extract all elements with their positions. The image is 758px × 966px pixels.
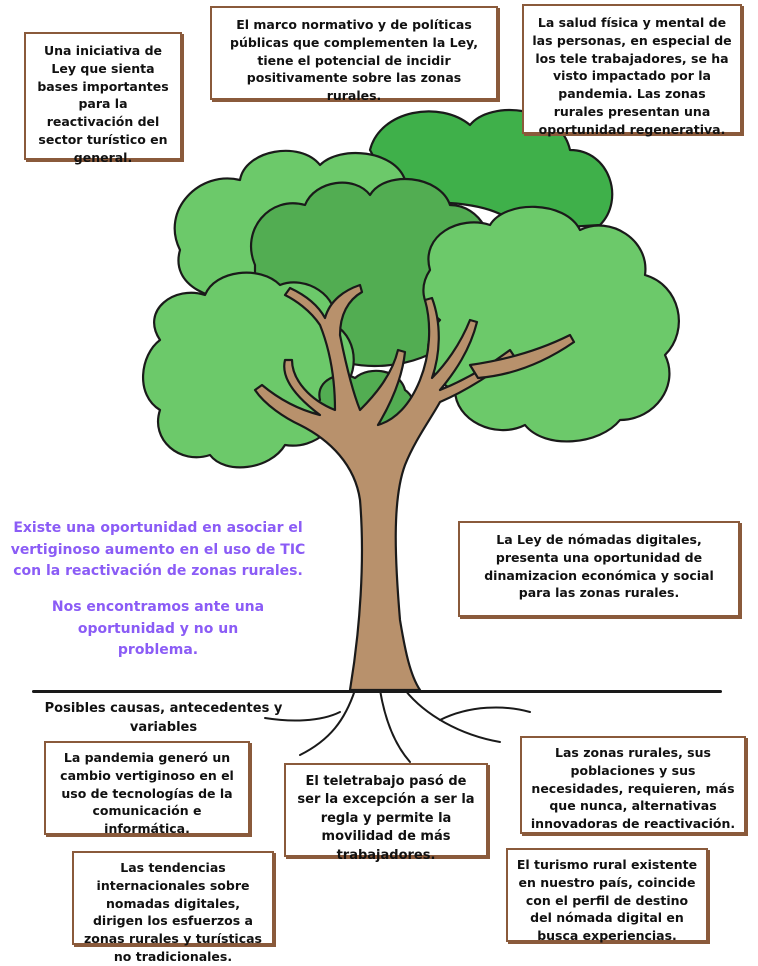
- box-top-right: La salud física y mental de las personas…: [522, 4, 742, 137]
- box-mid-right: La Ley de nómadas digitales, presenta un…: [458, 521, 740, 617]
- trunk-right-branch: [468, 333, 576, 380]
- box-top-left: Una iniciativa de Ley que sienta bases i…: [24, 32, 182, 165]
- box-top-center-text: El marco normativo y de políticas públic…: [230, 17, 478, 103]
- canopy-right: [422, 205, 680, 443]
- ground-line: [32, 690, 722, 693]
- box-root-right-2-text: El turismo rural existente en nuestro pa…: [516, 857, 698, 943]
- box-root-left-1-text: La pandemia generó un cambio vertiginoso…: [60, 750, 234, 836]
- center-statement-line1: Existe una oportunidad en asociar el ver…: [10, 520, 306, 580]
- box-top-left-text: Una iniciativa de Ley que sienta bases i…: [37, 43, 169, 165]
- root-right-2: [439, 706, 531, 721]
- root-left: [299, 689, 356, 756]
- root-right: [404, 689, 501, 743]
- box-top-right-text: La salud física y mental de las personas…: [532, 15, 732, 137]
- box-root-left-2: Las tendencias internacionales sobre nom…: [72, 851, 274, 964]
- root-center: [379, 689, 411, 763]
- box-root-right-1-text: Las zonas rurales, sus poblaciones y sus…: [530, 745, 736, 831]
- box-root-center-text: El teletrabajo pasó de ser la excepción …: [297, 774, 475, 863]
- roots-heading: Posibles causas, antecedentes y variable…: [44, 701, 283, 735]
- root-left-2: [264, 711, 341, 722]
- tree-roots: [264, 689, 531, 763]
- box-root-center: El teletrabajo pasó de ser la excepción …: [284, 763, 488, 863]
- box-mid-right-text: La Ley de nómadas digitales, presenta un…: [484, 532, 714, 601]
- center-statement-line2: Nos encontramos ante una oportunidad y n…: [51, 599, 265, 659]
- tree-trunk: [253, 283, 576, 692]
- center-statement: Existe una oportunidad en asociar el ver…: [8, 518, 308, 662]
- box-top-center: El marco normativo y de políticas públic…: [210, 6, 498, 103]
- box-root-right-2: El turismo rural existente en nuestro pa…: [506, 848, 708, 943]
- box-root-right-1: Las zonas rurales, sus poblaciones y sus…: [520, 736, 746, 834]
- box-root-left-1: La pandemia generó un cambio vertiginoso…: [44, 741, 250, 836]
